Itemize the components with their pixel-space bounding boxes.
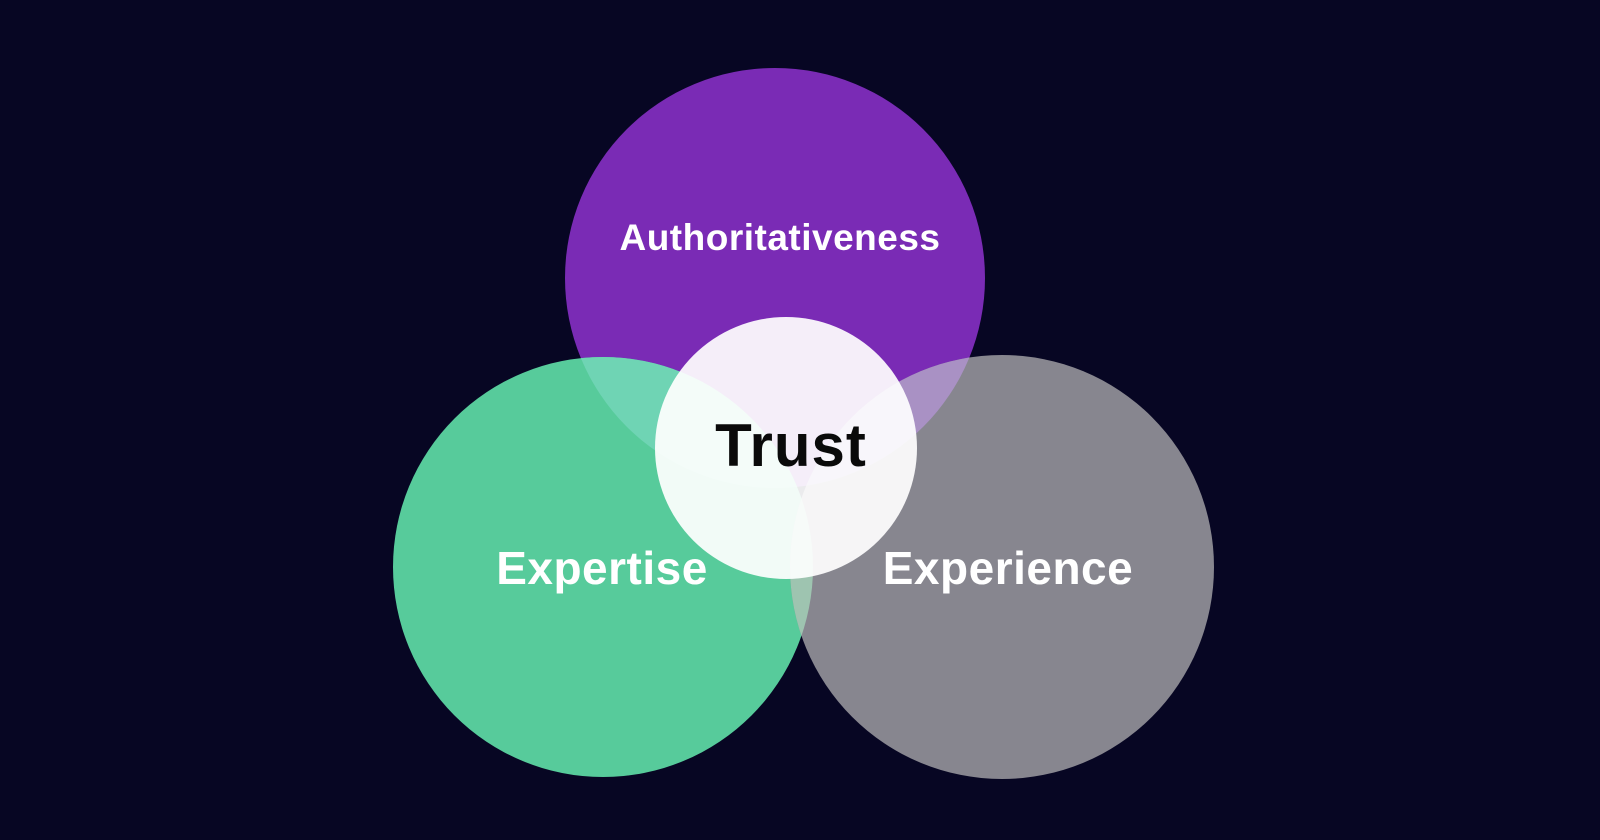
authoritativeness-label: Authoritativeness <box>619 217 940 258</box>
expertise-label: Expertise <box>496 542 708 594</box>
experience-label: Experience <box>883 542 1133 594</box>
trust-center-circle <box>655 317 917 579</box>
trust-label: Trust <box>715 412 867 479</box>
